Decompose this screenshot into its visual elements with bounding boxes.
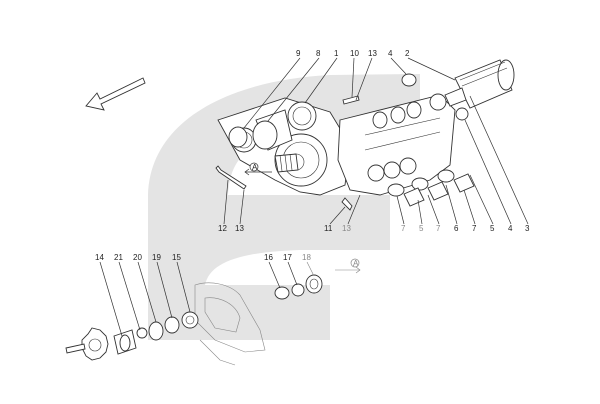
- label-15: 15: [172, 253, 181, 262]
- bolts: [215, 95, 360, 211]
- marker-label: A: [252, 163, 258, 172]
- label-12: 12: [218, 224, 227, 233]
- oil-filter: [444, 59, 515, 109]
- label-7: 7: [436, 224, 441, 233]
- direction-arrow-icon: [85, 77, 146, 111]
- label-3: 3: [525, 224, 530, 233]
- o-rings: [228, 73, 469, 148]
- label-5: 5: [419, 224, 424, 233]
- part-labels: 9 8 1 10 13 4 2 12 13 11 13 7 5 7 6 7 5 …: [95, 49, 530, 262]
- label-13: 13: [368, 49, 377, 58]
- cup-seals: [387, 169, 475, 207]
- manifold-body: [337, 93, 456, 196]
- label-16: 16: [264, 253, 273, 262]
- reference-marker-lower: A: [335, 258, 361, 274]
- label-18-grey: 18: [302, 253, 311, 262]
- label-17: 17: [283, 253, 292, 262]
- label-8: 8: [316, 49, 321, 58]
- label-6: 6: [454, 224, 459, 233]
- label-9: 9: [296, 49, 301, 58]
- label-11: 11: [324, 224, 333, 233]
- label-2: 2: [405, 49, 410, 58]
- label-14: 14: [95, 253, 104, 262]
- label-13-grey: 13: [342, 224, 351, 233]
- label-7: 7: [472, 224, 477, 233]
- label-4: 4: [388, 49, 393, 58]
- label-7: 7: [401, 224, 406, 233]
- label-19: 19: [152, 253, 161, 262]
- label-20: 20: [133, 253, 142, 262]
- pump-housing: [217, 97, 351, 196]
- label-1: 1: [334, 49, 339, 58]
- drive-train: [65, 274, 323, 361]
- label-10: 10: [350, 49, 359, 58]
- reference-marker-upper: A: [244, 162, 272, 176]
- label-5: 5: [490, 224, 495, 233]
- label-13: 13: [235, 224, 244, 233]
- label-21: 21: [114, 253, 123, 262]
- engine-cover-outline: [194, 282, 266, 366]
- label-4: 4: [508, 224, 513, 233]
- marker-label: A: [353, 259, 359, 268]
- leader-lines: [99, 57, 529, 337]
